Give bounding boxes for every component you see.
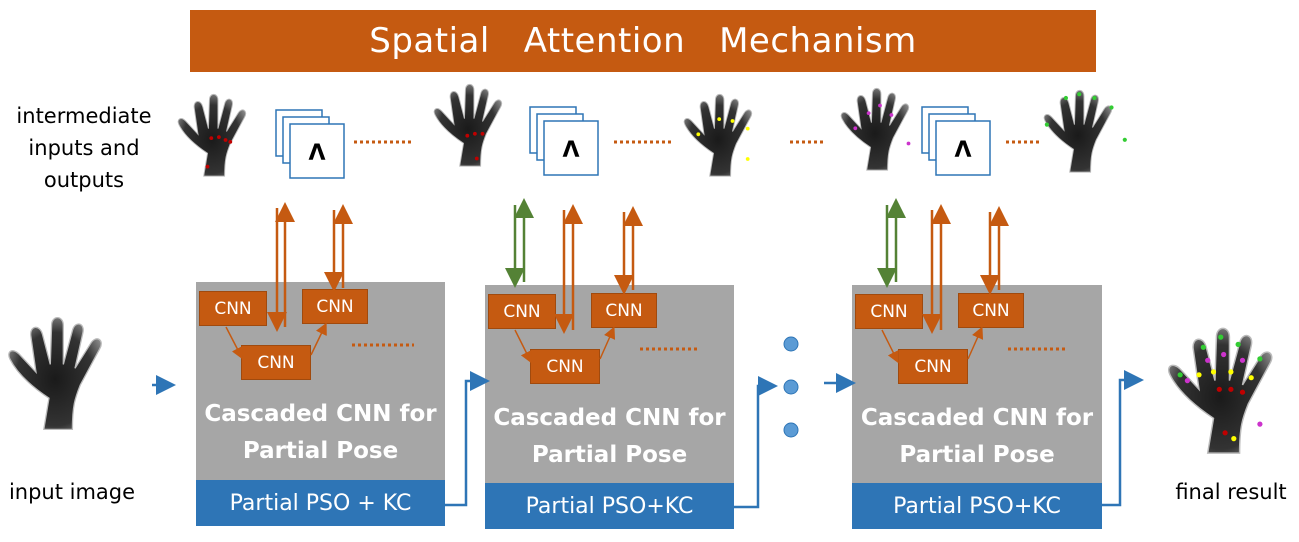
hand-icon-input (8, 316, 102, 431)
cnn-block-2b: CNN (530, 349, 600, 384)
cascade-title-3-line-2: Partial Pose (899, 442, 1055, 468)
stage-2-to-dots-arrow (734, 376, 778, 509)
input-image-label: input image (8, 480, 136, 504)
cnn-connector-2b (599, 326, 616, 360)
stack-symbol-3: Λ (954, 138, 971, 163)
stack-symbol-2: Λ (562, 138, 579, 163)
feature-map-stack-icon-1 (275, 109, 345, 179)
pso-kc-box-3: Partial PSO+KC (852, 483, 1102, 529)
spatial-attention-banner: Spatial Attention Mechanism (190, 10, 1096, 72)
cnn-block-1b: CNN (241, 345, 311, 380)
stage-3-to-result-arrow (1102, 370, 1144, 507)
cascade-title-1-line-2: Partial Pose (242, 438, 399, 464)
cascade-title-2-line-2: Partial Pose (531, 442, 688, 468)
pso-kc-box-2: Partial PSO+KC (485, 483, 734, 529)
cascade-title-2: Cascaded CNN for Partial Pose (485, 400, 734, 474)
hand-icon-top-4 (840, 87, 911, 171)
cascade-title-2-line-1: Cascaded CNN for (493, 405, 726, 431)
cnn-block-1a: CNN (199, 291, 267, 326)
hand-icon-final (1167, 327, 1273, 454)
intermediate-label-line-3: outputs (43, 168, 125, 192)
cnn-block-3b: CNN (898, 349, 968, 384)
final-result-label: final result (1175, 480, 1287, 504)
cnn-connector-1b (310, 322, 327, 356)
intermediate-label-line-1: intermediate (16, 104, 152, 128)
cnn-block-3a: CNN (855, 294, 923, 329)
cnn-connector-1a (225, 326, 243, 360)
stage-1-to-2-arrow (445, 371, 490, 507)
cnn-block-1c: CNN (302, 289, 368, 324)
feature-map-stack-icon-2 (529, 106, 599, 176)
intermediate-label-line-2: inputs and (28, 136, 140, 160)
pso-kc-box-1: Partial PSO + KC (196, 480, 445, 526)
cnn-connector-2a (514, 329, 532, 364)
feature-map-stack-icon-3 (921, 106, 991, 176)
cnn-block-2a: CNN (488, 294, 556, 329)
vertical-ellipsis-icon (783, 336, 799, 438)
intermediate-label: intermediate inputs and outputs (6, 100, 162, 196)
cascade-title-3-line-1: Cascaded CNN for (860, 405, 1094, 431)
hand-icon-top-5 (1043, 89, 1127, 173)
cascade-title-3: Cascaded CNN for Partial Pose (852, 400, 1102, 474)
hand-icon-top-1 (177, 93, 247, 177)
stack-symbol-1: Λ (308, 141, 325, 166)
cnn-block-2c: CNN (591, 293, 657, 328)
cascade-title-1: Cascaded CNN for Partial Pose (196, 396, 445, 470)
cnn-connector-3b (967, 326, 984, 360)
cascade-title-1-line-1: Cascaded CNN for (204, 401, 437, 427)
hand-icon-top-3 (683, 93, 753, 177)
cnn-connector-3a (881, 329, 899, 364)
hand-icon-top-2 (433, 83, 503, 167)
